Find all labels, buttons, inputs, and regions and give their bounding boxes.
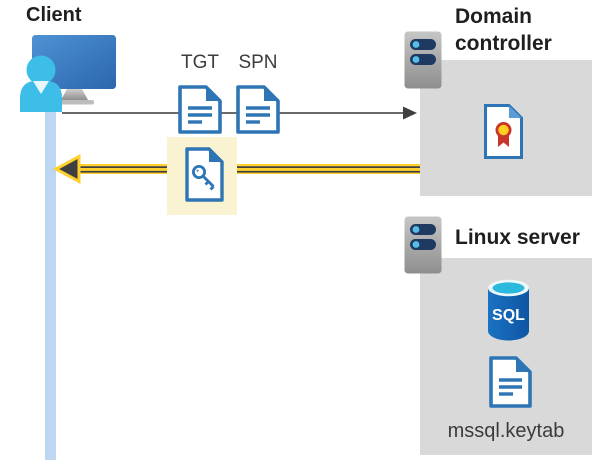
monitor-stand bbox=[61, 89, 88, 100]
monitor-base bbox=[58, 100, 94, 105]
rosette-seal bbox=[495, 122, 512, 147]
client-label: Client bbox=[26, 4, 82, 26]
request-arrow bbox=[62, 106, 417, 120]
document-icon-keytab bbox=[489, 356, 532, 408]
sql-badge-text: SQL bbox=[492, 307, 525, 324]
response-arrow bbox=[52, 153, 420, 185]
sql-database-icon: SQL bbox=[488, 279, 529, 341]
spn-label: SPN bbox=[238, 52, 278, 73]
response-arrowhead-icon bbox=[52, 153, 81, 185]
request-arrowhead-icon bbox=[403, 106, 417, 120]
server-icon-domain-controller bbox=[404, 31, 442, 89]
keytab-filename: mssql.keytab bbox=[447, 420, 565, 442]
tgt-label: TGT bbox=[181, 52, 219, 73]
server-icon-linux bbox=[404, 216, 442, 274]
client-user-workstation-icon bbox=[20, 35, 116, 112]
document-icon-tgt bbox=[178, 85, 222, 134]
linux-server-label: Linux server bbox=[455, 226, 580, 249]
key-document-icon bbox=[185, 147, 224, 202]
certificate-icon bbox=[484, 104, 523, 159]
key-glyph bbox=[191, 164, 215, 191]
person-icon bbox=[20, 55, 62, 112]
document-icon-spn bbox=[236, 85, 280, 134]
client-lifeline-bar bbox=[45, 98, 56, 460]
domain-controller-label: Domain controller bbox=[455, 5, 552, 55]
